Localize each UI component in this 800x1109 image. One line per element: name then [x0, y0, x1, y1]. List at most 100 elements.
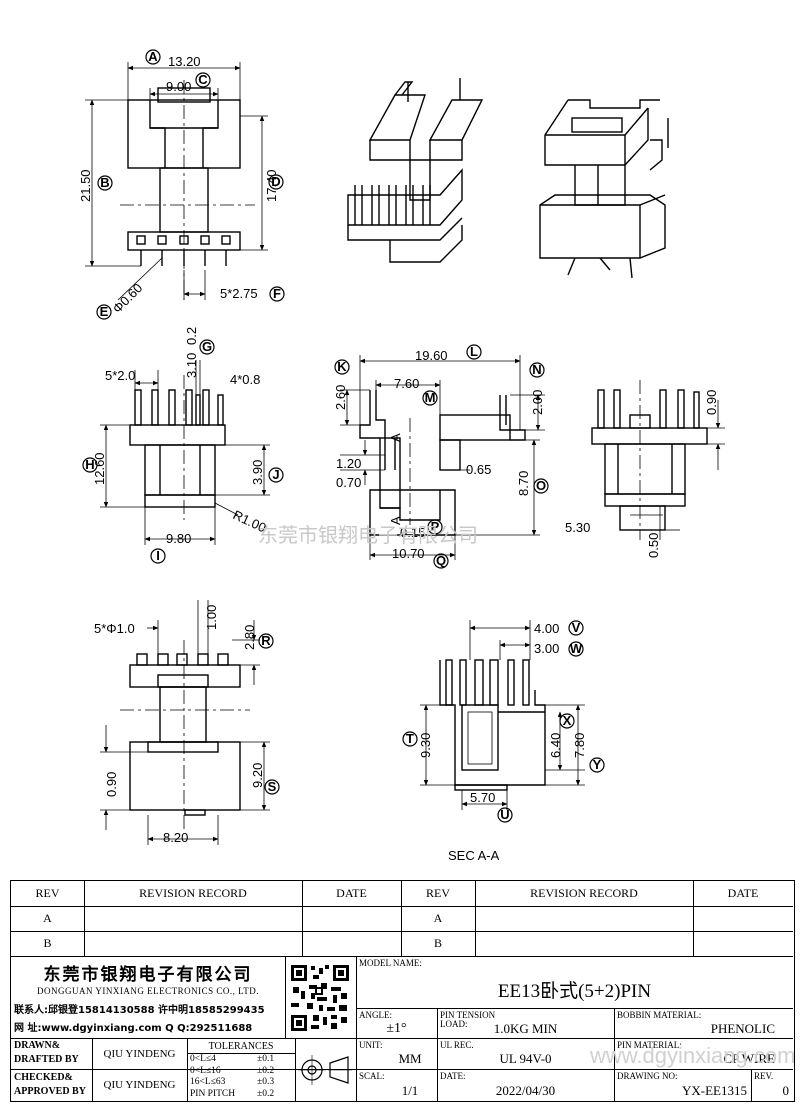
bubble-r: R — [258, 633, 274, 649]
bubble-j: J — [268, 467, 284, 483]
bubble-t: T — [402, 731, 418, 747]
bubble-letter: B — [100, 175, 109, 190]
bubble-letter: O — [536, 478, 546, 493]
pin-tension-label: PIN TENSION — [440, 1010, 496, 1020]
bubble-x: X — [559, 713, 575, 729]
load-label: LOAD: — [440, 1019, 468, 1029]
tolerance-row: 0<L≤4 ±0.1 — [187, 1054, 295, 1065]
rev: 0 — [782, 1083, 790, 1098]
dim-pins-5xdia: 5*Φ1.0 — [94, 621, 135, 636]
dim-u-width: 5.70 — [470, 790, 495, 805]
tolerances-label: TOLERANCES — [208, 1040, 274, 1052]
date-header-2: DATE — [727, 886, 759, 900]
dim-q-width: 10.70 — [392, 546, 425, 561]
dim-pins-4x08: 4*0.8 — [230, 372, 260, 387]
bubble-k: K — [334, 359, 350, 375]
load: 1.0KG MIN — [493, 1020, 558, 1036]
bubble-letter: P — [431, 519, 440, 534]
dim-t-height: 9.30 — [418, 733, 433, 758]
section-view-top — [359, 390, 526, 536]
tolerance-row: PIN PITCH±0.2 — [187, 1089, 295, 1100]
front-view — [120, 80, 255, 300]
date-header-1: DATE — [336, 886, 367, 900]
unit-label: UNIT: — [359, 1040, 383, 1050]
dim-k-height: 2.60 — [333, 385, 348, 410]
pins-front — [136, 235, 231, 266]
bubble-c: C — [195, 72, 211, 88]
drawn-label-2: DRAFTED BY — [14, 1054, 79, 1065]
tolerance-row: 16<L≤63 ±0.3 — [187, 1077, 295, 1088]
dim-065: 0.65 — [466, 462, 491, 477]
bubble-letter: V — [572, 620, 581, 635]
dim-pins-5x2: 5*2.0 — [105, 368, 135, 383]
checked-label-1: CHECKED& — [14, 1072, 73, 1083]
drawing-no: YX-EE1315 — [682, 1083, 747, 1098]
bubble-h: H — [82, 457, 98, 473]
isometric-view-1 — [347, 78, 484, 263]
bubble-letter: K — [337, 359, 347, 374]
pin-material-label: PIN MATERIAL: — [617, 1040, 682, 1050]
bobbin-material-label: BOBBIN MATERIAL: — [617, 1010, 702, 1020]
bubble-q: Q — [433, 553, 449, 569]
section-mark-bottom: A — [388, 516, 403, 525]
drawn-label-1: DRAWN& — [14, 1040, 61, 1051]
dimension-texts: 13.20 9.00 21.50 17.40 Φ0.60 5*2.75 3.10… — [78, 54, 719, 863]
bubble-letter: D — [271, 174, 280, 189]
rev-header-2: REV — [426, 886, 450, 900]
company-contact: 联系人:邱银登15814130588 许中明18585299435 — [14, 1004, 265, 1016]
side-view-left-dims — [100, 360, 270, 545]
bubble-letter: Y — [593, 757, 602, 772]
dim-p: 0.15 — [400, 525, 425, 540]
tolerance-range: 16<L≤63 — [190, 1077, 226, 1087]
dim-o-height: 8.70 — [516, 471, 531, 496]
bubble-i: I — [150, 548, 166, 564]
dim-g: 3.10 — [184, 353, 199, 378]
dim-side-090: 0.90 — [704, 390, 719, 415]
tolerance-value: ±0.3 — [257, 1077, 275, 1087]
rev-header-1: REV — [35, 886, 60, 900]
dim-s-height: 9.20 — [250, 763, 265, 788]
tolerance-value: ±0.1 — [257, 1054, 275, 1064]
bubble-s: S — [264, 779, 280, 795]
dim-e-pin: Φ0.60 — [110, 280, 146, 316]
bubble-u: U — [497, 807, 513, 823]
record-header-1: REVISION RECORD — [139, 886, 247, 900]
section-mark-top: A — [388, 433, 403, 442]
dim-h-height: 12.60 — [92, 452, 107, 485]
dim-a-width: 13.20 — [168, 54, 201, 69]
company-name-cn: 东莞市银翔电子有限公司 — [43, 964, 253, 984]
bubble-o: O — [533, 478, 549, 494]
scale-label: SCAL: — [359, 1071, 385, 1081]
title-block: REV REVISION RECORD DATE REV REVISION RE… — [10, 880, 795, 1102]
tolerance-range: 0<L≤4 — [190, 1054, 216, 1064]
bubble-l: L — [466, 344, 482, 360]
bubble-letter: I — [156, 548, 160, 563]
pins-sec-aa — [445, 659, 530, 706]
ul-rec: UL 94V-0 — [499, 1051, 552, 1066]
section-aa-dims — [420, 620, 585, 810]
angle-label: ANGLE: — [359, 1010, 392, 1020]
side-view-right — [591, 380, 708, 540]
bubble-letter: E — [100, 304, 109, 319]
bubble-letter: M — [425, 390, 436, 405]
side-view-right-dims — [630, 400, 725, 540]
bubble-letter: U — [500, 807, 509, 822]
bubble-letter: L — [470, 344, 478, 359]
bubble-letter: F — [273, 286, 281, 301]
bubble-letter: S — [268, 779, 277, 794]
drawing-no-label: DRAWING NO: — [617, 1071, 678, 1081]
pin-material: CP WIRE — [723, 1051, 775, 1066]
dim-g-sub: 0.2 — [184, 327, 199, 345]
angle: ±1° — [386, 1020, 407, 1036]
model-name-label: MODEL NAME: — [359, 958, 422, 968]
checked-by: QIU YINDENG — [103, 1079, 176, 1091]
qr-code-icon — [289, 963, 351, 1033]
bubble-letter: C — [198, 72, 208, 87]
dim-bottom-820: 8.20 — [163, 830, 188, 845]
bubble-n: N — [529, 362, 545, 378]
bubble-e: E — [96, 304, 112, 320]
scale: 1/1 — [401, 1083, 419, 1098]
bubble-g: G — [199, 339, 215, 355]
drawn-by: QIU YINDENG — [103, 1047, 176, 1060]
